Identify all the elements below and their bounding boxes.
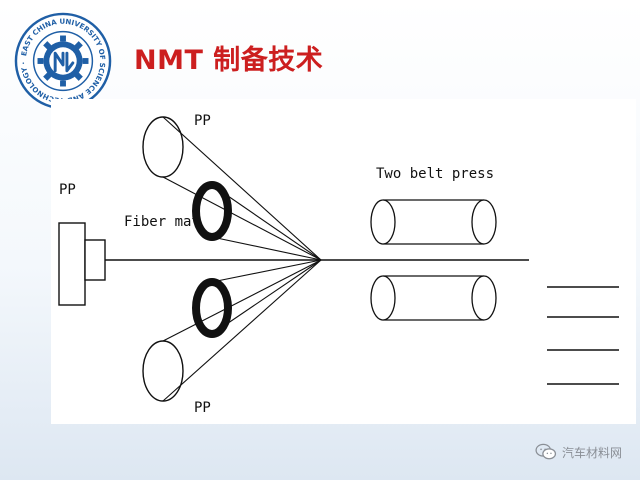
converging-web-lines (162, 116, 322, 402)
diagram-panel: PP PP Fiber mat PP Two belt press (51, 99, 636, 424)
press-cylinder-top (370, 199, 497, 245)
watermark: 汽车材料网 (535, 443, 622, 461)
slide-title: NMT 制备技术 (134, 45, 324, 76)
fiber-mat-label: Fiber mat (124, 214, 200, 230)
pp-extruder (58, 222, 106, 306)
pp-roll-top (142, 116, 184, 178)
pp-roll-bottom (142, 340, 184, 402)
watermark-text: 汽车材料网 (561, 445, 622, 460)
pp-bottom-label: PP (194, 400, 211, 416)
pp-top-label: PP (194, 113, 211, 129)
wechat-icon (535, 443, 557, 460)
university-logo: EAST CHINA UNIVERSITY OF SCIENCE AND TEC… (14, 12, 112, 110)
nmt-process-diagram: PP PP Fiber mat PP Two belt press (58, 113, 619, 416)
press-cylinder-bottom (370, 275, 497, 321)
two-belt-press-label: Two belt press (376, 166, 494, 182)
output-sheets (547, 286, 619, 385)
pp-left-label: PP (59, 182, 76, 198)
